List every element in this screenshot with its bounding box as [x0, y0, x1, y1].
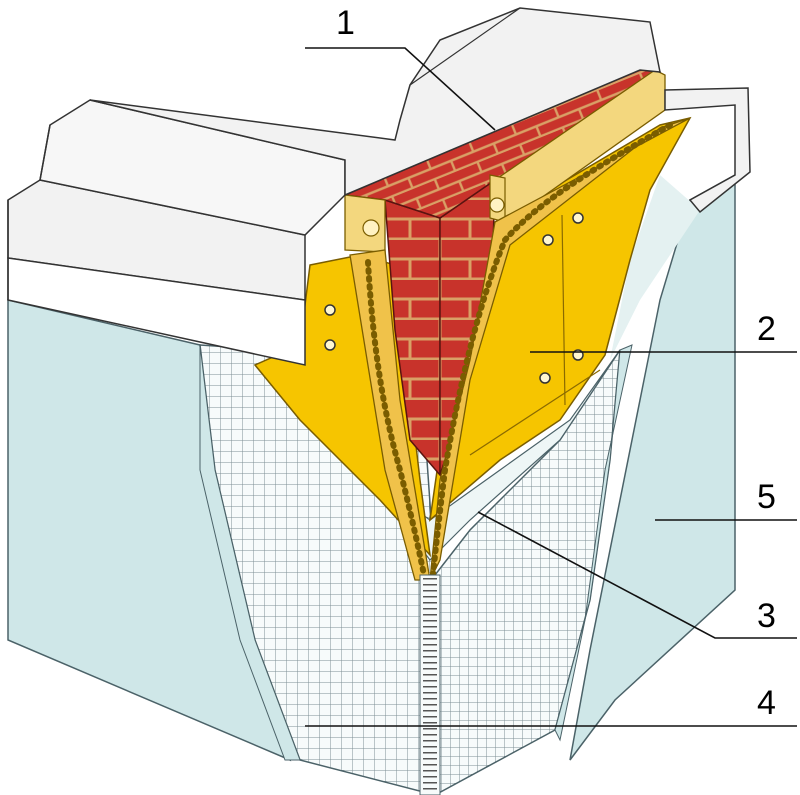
- corner-coil-strip: [419, 574, 441, 795]
- callout-leader-3: [477, 511, 797, 639]
- plaster-right-face: [569, 173, 736, 761]
- callout-label-2: 2: [757, 310, 776, 348]
- mineral-wool-right: [429, 117, 691, 581]
- wood-batten-front: [344, 194, 386, 253]
- callout-label-3: 3: [757, 597, 776, 635]
- reinforcing-mesh-right: [434, 344, 633, 795]
- sill-profile-right: [664, 87, 751, 214]
- callout-leader-1: [305, 47, 496, 131]
- sill-profile-upper: [39, 7, 661, 236]
- callout-label-5: 5: [757, 478, 776, 516]
- brick-wall-core: [342, 69, 661, 478]
- dowel-anchors: [324, 212, 584, 384]
- sill-profile-lower: [7, 179, 306, 366]
- callout-label-1: 1: [336, 4, 355, 42]
- callout-label-4: 4: [757, 684, 776, 722]
